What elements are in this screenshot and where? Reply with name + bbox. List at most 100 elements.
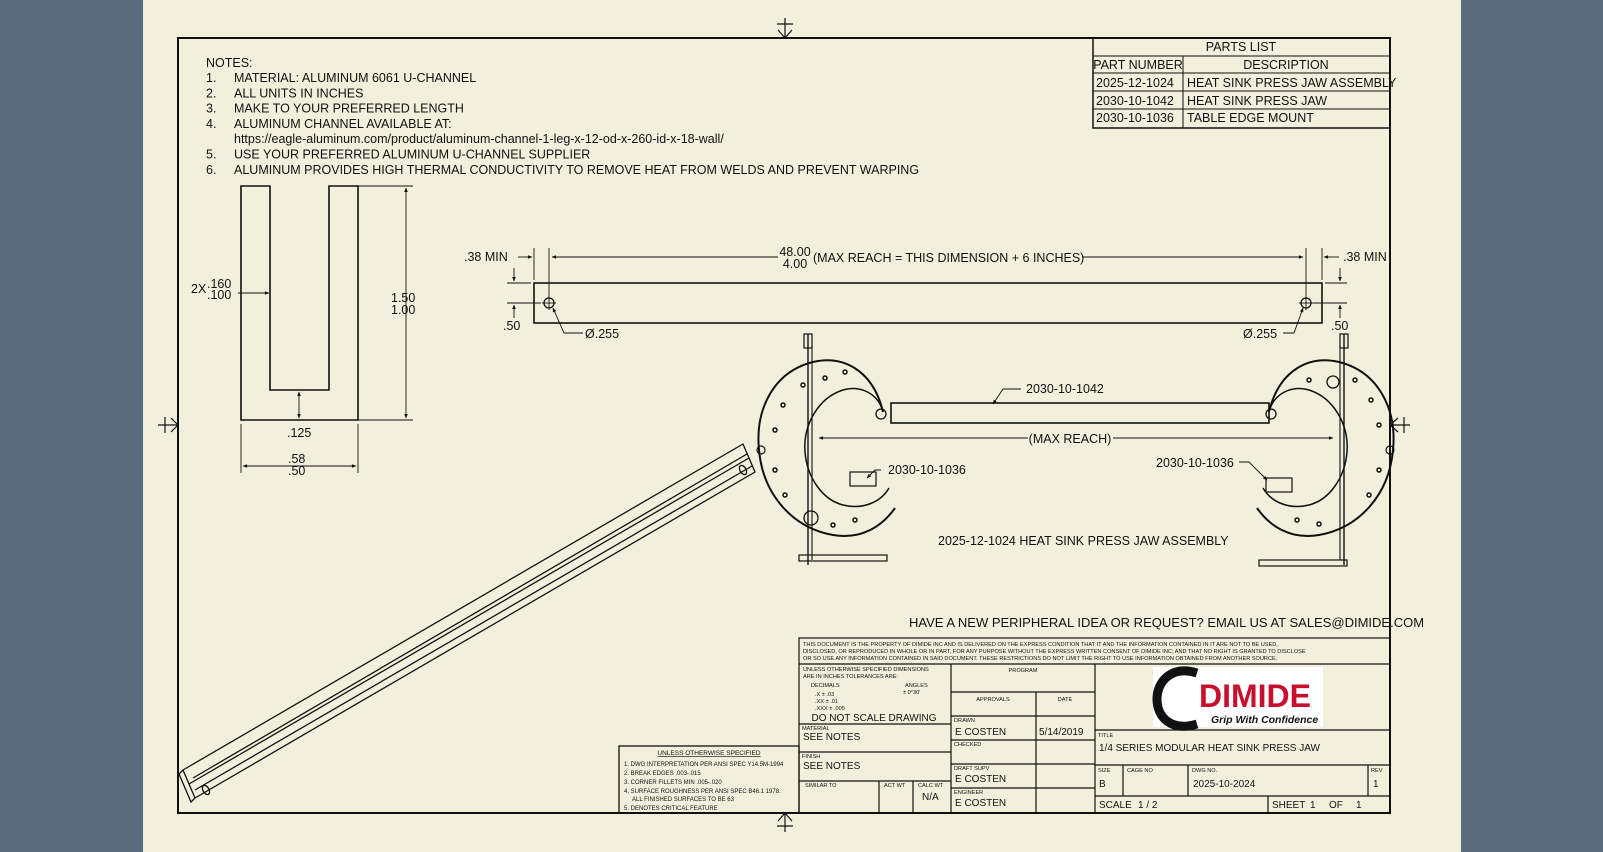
parts-row-2-desc: HEAT SINK PRESS JAW [1187,94,1327,108]
note-number: 5. [206,148,216,162]
left-offset: .50 [503,319,520,333]
angles-label: ANGLES [905,683,928,689]
dwg-no-value: 2025-10-2024 [1193,779,1256,790]
dwg-no-label: DWG NO. [1192,768,1218,774]
note-text: MATERIAL: ALUMINUM 6061 U-CHANNEL [234,71,476,85]
height-max: 1.50 [391,291,415,305]
disclaimer-line-2: DISCLOSED, OR REPRODUCED IN WHOLE OR IN … [803,649,1306,655]
right-hole-dia: Ø.255 [1243,327,1277,341]
bottom-thickness: .125 [287,426,311,440]
tolerance-3: .XXX ± .005 [815,706,845,712]
parts-list-header-desc: DESCRIPTION [1243,58,1328,72]
right-edge-min: .38 MIN [1343,250,1387,264]
parts-list-title: PARTS LIST [1206,40,1277,54]
calc-wt-value: N/A [922,792,939,803]
left-hole-dia: Ø.255 [585,327,619,341]
drawn-date: 5/14/2019 [1039,727,1084,738]
jaw-callout: 2030-10-1042 [1026,382,1104,396]
mount-right-callout: 2030-10-1036 [1156,456,1234,470]
length-max: 48.00 [779,245,810,259]
parts-list: PARTS LIST PART NUMBER DESCRIPTION 2025-… [1092,37,1397,129]
general-note-2: 2. BREAK EDGES .003-.015 [624,771,701,777]
size-label: SIZE [1098,768,1111,774]
assembly-caption: 2025-12-1024 HEAT SINK PRESS JAW ASSEMBL… [938,534,1229,548]
drawn-label: DRAWN [954,718,975,724]
drawing-title: 1/4 SERIES MODULAR HEAT SINK PRESS JAW [1099,743,1321,754]
engineer-label: ENGINEER [954,790,983,796]
engineer-value: E COSTEN [955,798,1006,809]
wall-min: .100 [207,288,231,302]
note-text: https://eagle-aluminum.com/product/alumi… [234,132,724,146]
sheet-label: SHEET [1272,800,1305,811]
parts-list-header-part: PART NUMBER [1093,58,1183,72]
note-number: 3. [206,102,216,116]
notes-block: NOTES: 1. MATERIAL: ALUMINUM 6061 U-CHANN… [206,56,919,177]
general-note-3: 3. CORNER FILLETS MIN .005-.020 [624,780,722,786]
note-number: 2. [206,86,216,100]
note-number: 4. [206,117,216,131]
tolerance-header-2: ARE IN INCHES TOLERANCES ARE: [803,674,898,680]
note-number: 6. [206,163,216,177]
drawn-value: E COSTEN [955,727,1006,738]
of-value: 1 [1356,800,1362,811]
engineering-drawing: NOTES: 1. MATERIAL: ALUMINUM 6061 U-CHANN… [158,18,1424,832]
general-note-5: 5. DENOTES CRITICAL FEATURE [624,806,718,812]
disclaimer-line-1: THIS DOCUMENT IS THE PROPERTY OF DIMIDE … [803,642,1278,648]
size-value: B [1099,779,1106,790]
general-note-1: 1. DWG INTERPRETATION PER ANSI SPEC Y14.… [624,762,784,768]
notes-heading: NOTES: [206,56,253,70]
tolerance-header-1: UNLESS OTHERWISE SPECIFIED DIMENSIONS [803,667,929,673]
act-wt-label: ACT WT [884,783,906,789]
wall-prefix: 2X [191,282,207,296]
checked-label: CHECKED [954,742,981,748]
drawing-sheet: NOTES: 1. MATERIAL: ALUMINUM 6061 U-CHANN… [143,0,1461,852]
width-min: .50 [288,464,305,478]
title-block: THIS DOCUMENT IS THE PROPERTY OF DIMIDE … [798,637,1391,814]
bar-view: .38 MIN .38 MIN 48.00 4.00 (MAX REACH = … [464,245,1387,341]
logo-brand: DIMIDE [1199,678,1311,714]
general-note-4: 4. SURFACE ROUGHNESS PER ANSI SPEC B46.1… [624,789,781,795]
rev-value: 1 [1373,779,1379,790]
calc-wt-label: CALC WT [918,783,944,789]
logo-tagline: Grip With Confidence [1211,714,1318,726]
width-max: .58 [288,452,305,466]
scale-label: SCALE [1099,800,1132,811]
of-label: OF [1329,800,1343,811]
parts-row-2-part: 2030-10-1042 [1096,94,1174,108]
finish-value: SEE NOTES [803,761,861,772]
dimide-logo: DIMIDE Grip With Confidence [1152,666,1323,731]
material-value: SEE NOTES [803,732,861,743]
max-reach-label: (MAX REACH) [1029,432,1112,446]
general-notes-box: UNLESS OTHERWISE SPECIFIED 1. DWG INTERP… [618,745,800,814]
note-text: ALUMINUM PROVIDES HIGH THERMAL CONDUCTIV… [234,163,919,177]
finish-label: FINISH [802,754,820,760]
parts-row-1-part: 2025-12-1024 [1096,76,1174,90]
angles-value: ± 0°30' [903,690,920,696]
left-jaw-dots [772,369,858,528]
approvals-label: APPROVALS [976,697,1010,703]
scale-value: 1 / 2 [1138,800,1158,811]
promo-line: HAVE A NEW PERIPHERAL IDEA OR REQUEST? E… [909,615,1424,630]
material-label: MATERIAL [802,726,830,732]
note-text: ALL UNITS IN INCHES [234,86,363,100]
general-note-4b: ALL FINISHED SURFACES TO BE 63 [632,797,735,803]
right-offset: .50 [1331,319,1348,333]
height-min: 1.00 [391,303,415,317]
sheet-value: 1 [1310,800,1316,811]
draft-supv-label: DRAFT SUPV [954,766,990,772]
cage-label: CAGE NO [1127,768,1153,774]
length-note: (MAX REACH = THIS DIMENSION + 6 INCHES) [813,251,1084,265]
general-notes-title: UNLESS OTHERWISE SPECIFIED [657,750,760,757]
note-number: 1. [206,71,216,85]
date-label: DATE [1058,697,1073,703]
u-channel-section: 2X .160 .100 1.50 1.00 .125 .58 .50 [191,185,415,478]
program-label: PROGRAM [1009,668,1038,674]
right-jaw-dots [1294,377,1382,527]
draft-supv-value: E COSTEN [955,774,1006,785]
left-edge-min: .38 MIN [464,250,508,264]
assembly-view [756,333,1395,567]
parts-row-3-part: 2030-10-1036 [1096,111,1174,125]
mount-left-callout: 2030-10-1036 [888,463,966,477]
rev-label: REV [1371,768,1383,774]
tolerance-1: .X ± .03 [815,692,834,698]
